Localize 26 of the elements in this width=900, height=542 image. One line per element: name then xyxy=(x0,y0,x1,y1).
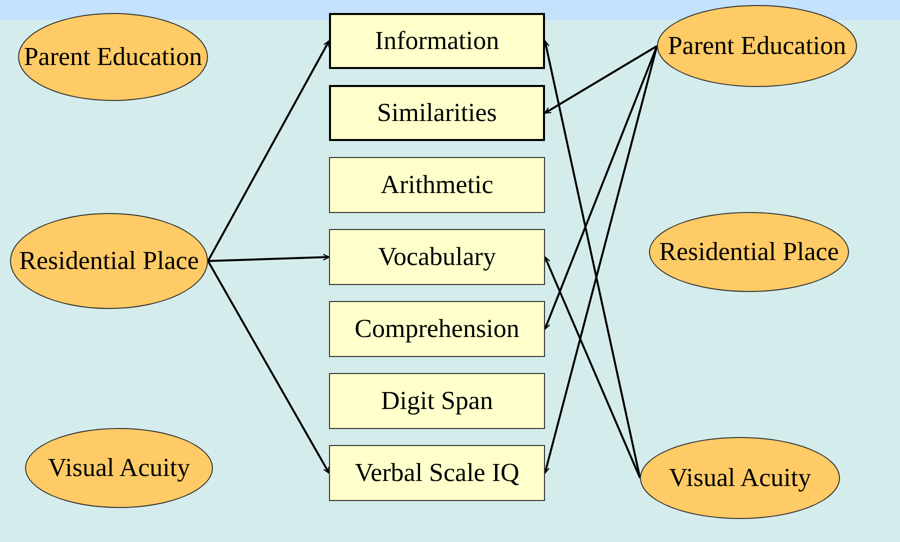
node-label: Parent Education xyxy=(666,30,848,62)
subtest-box xyxy=(329,13,545,69)
arrow xyxy=(544,46,658,330)
node-label: Visual Acuity xyxy=(668,462,812,494)
arrow xyxy=(544,45,658,114)
node-label: Information xyxy=(374,24,500,57)
subtest-box xyxy=(329,445,545,501)
subtest-box xyxy=(329,301,545,357)
node-label: Parent Education xyxy=(22,41,204,73)
arrow xyxy=(544,256,641,478)
node-label: Digit Span xyxy=(380,384,494,417)
subtest-box xyxy=(329,373,545,429)
node-label: Arithmetic xyxy=(380,168,494,201)
node-label: Comprehension xyxy=(354,312,520,345)
node-label: Vocabulary xyxy=(377,240,497,273)
arrow xyxy=(208,254,330,262)
node-label: Residential Place xyxy=(18,245,200,277)
node-label: Similarities xyxy=(376,96,498,129)
subtest-box xyxy=(329,85,545,141)
node-label: Visual Acuity xyxy=(46,452,192,484)
subtest-box xyxy=(329,229,545,285)
arrow xyxy=(207,40,330,262)
subtest-box xyxy=(329,157,545,213)
node-label: Residential Place xyxy=(658,236,840,268)
node-label: Verbal Scale IQ xyxy=(354,456,520,489)
arrow xyxy=(207,260,330,474)
